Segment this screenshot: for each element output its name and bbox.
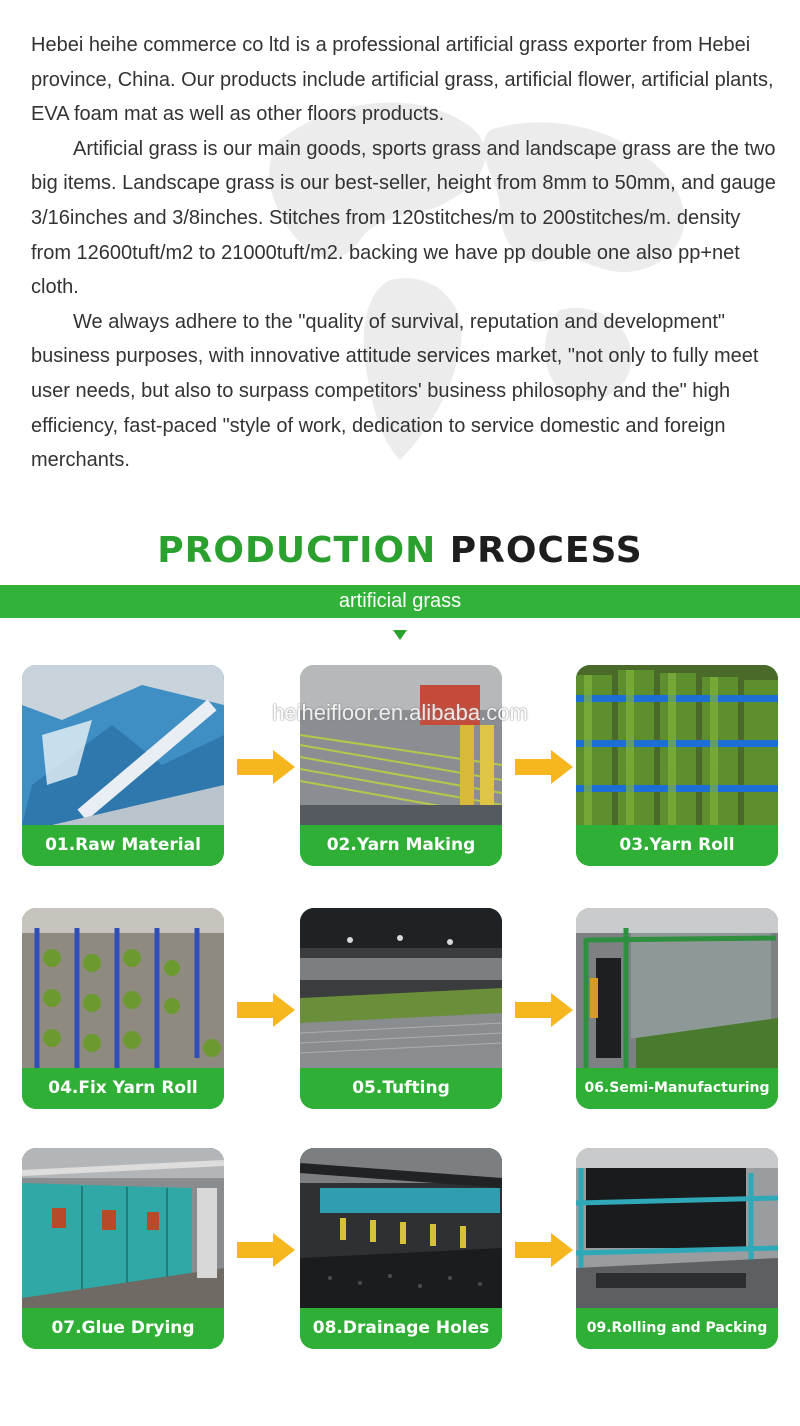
step-card-raw-material: 01.Raw Material (22, 665, 224, 866)
step-label: 08.Drainage Holes (300, 1308, 502, 1349)
step-card-drainage-holes: 08.Drainage Holes (300, 1148, 502, 1349)
step-label: 02.Yarn Making (300, 825, 502, 866)
fix-yarn-roll-photo (22, 908, 224, 1068)
arrow-right-icon (515, 750, 573, 784)
glue-drying-photo (22, 1148, 224, 1308)
step-label: 05.Tufting (300, 1068, 502, 1109)
section-title-dark: PROCESS (449, 530, 643, 571)
intro-paragraph: We always adhere to the "quality of surv… (31, 310, 759, 472)
section-title-green: PRODUCTION (157, 530, 437, 571)
step-card-glue-drying: 07.Glue Drying (22, 1148, 224, 1349)
section-subtitle-bar: artificial grass (0, 585, 800, 618)
yarn-roll-photo (576, 665, 778, 825)
arrow-right-icon (237, 1233, 295, 1267)
step-label: 04.Fix Yarn Roll (22, 1068, 224, 1109)
section-subtitle: artificial grass (338, 590, 462, 612)
arrow-right-icon (237, 750, 295, 784)
arrow-right-icon (515, 993, 573, 1027)
raw-material-photo (22, 665, 224, 825)
step-card-yarn-roll: 03.Yarn Roll (576, 665, 778, 866)
company-intro: Hebei heihe commerce co ltd is a profess… (31, 28, 776, 478)
step-label: 09.Rolling and Packing (576, 1308, 778, 1349)
rolling-and-packing-photo (576, 1148, 778, 1308)
step-label: 06.Semi-Manufacturing (576, 1068, 778, 1109)
yarn-making-photo (300, 665, 502, 825)
intro-paragraph: Hebei heihe commerce co ltd is a profess… (31, 34, 774, 126)
section-title: PRODUCTION PROCESS (0, 530, 800, 571)
step-card-fix-yarn-roll: 04.Fix Yarn Roll (22, 908, 224, 1109)
step-card-tufting: 05.Tufting (300, 908, 502, 1109)
step-card-semi-manufacturing: 06.Semi-Manufacturing (576, 908, 778, 1109)
step-label: 01.Raw Material (22, 825, 224, 866)
intro-paragraph: Artificial grass is our main goods, spor… (31, 137, 776, 299)
step-label: 03.Yarn Roll (576, 825, 778, 866)
semi-manufacturing-photo (576, 908, 778, 1068)
arrow-right-icon (515, 1233, 573, 1267)
drainage-holes-photo (300, 1148, 502, 1308)
caret-down-icon (393, 630, 407, 640)
step-label: 07.Glue Drying (22, 1308, 224, 1349)
step-card-rolling-and-packing: 09.Rolling and Packing (576, 1148, 778, 1349)
step-card-yarn-making: 02.Yarn Making (300, 665, 502, 866)
watermark: heiheifloor.en.alibaba.com (272, 700, 528, 725)
arrow-right-icon (237, 993, 295, 1027)
tufting-photo (300, 908, 502, 1068)
